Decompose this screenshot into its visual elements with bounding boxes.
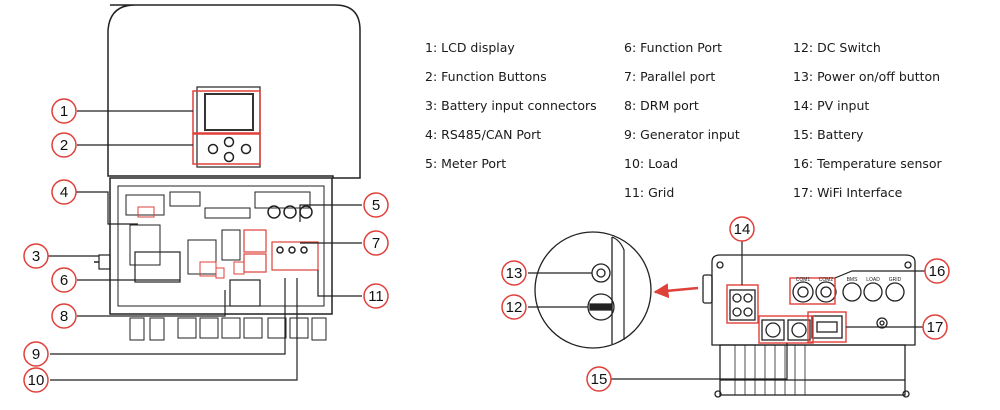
function-button (207, 143, 219, 155)
callout-6-label: 6 (60, 272, 68, 289)
bottom-leaders (611, 241, 925, 380)
legend-item-16: 16: Temperature sensor (793, 156, 942, 171)
leader-lines (48, 110, 362, 381)
callout-13-label: 13 (506, 265, 523, 282)
legend-item-12: 12: DC Switch (793, 40, 881, 55)
callout-10-label: 10 (28, 372, 45, 389)
callout-6 (51, 267, 77, 293)
callout-10 (23, 367, 49, 393)
callouts-left (23, 98, 389, 393)
callout-16 (924, 258, 950, 284)
function-button (223, 136, 235, 148)
buttons-highlight (192, 133, 261, 165)
callout-11 (363, 283, 389, 309)
legend-item-13: 13: Power on/off button (793, 69, 941, 84)
callout-numbers-left: 1 2 4 3 6 5 7 8 9 10 11 (28, 103, 384, 389)
lcd-highlight (192, 90, 261, 134)
legend-item-7: 7: Parallel port (624, 69, 716, 84)
inverter-bottom-view (702, 254, 916, 398)
side-handle (702, 274, 713, 304)
callout-7-label: 7 (372, 235, 380, 252)
callout-17-label: 17 (927, 319, 944, 336)
lcd-screen (204, 93, 254, 131)
callout-3 (23, 243, 49, 269)
callout-13 (501, 260, 527, 286)
callout-3-label: 3 (32, 248, 40, 265)
legend-col3: 12: DC Switch 13: Power on/off button 14… (793, 40, 942, 214)
legend-item-14: 14: PV input (793, 98, 870, 113)
legend-item-6: 6: Function Port (624, 40, 723, 55)
legend-item-3: 3: Battery input connectors (425, 98, 597, 113)
legend-col1: 1: LCD display 2: Function Buttons 3: Ba… (425, 40, 597, 185)
legend-item-9: 9: Generator input (624, 127, 740, 142)
callout-9-label: 9 (32, 346, 40, 363)
callout-8-label: 8 (60, 308, 68, 325)
legend-item-11: 11: Grid (624, 185, 675, 200)
function-button (240, 143, 252, 155)
legend-item-4: 4: RS485/CAN Port (425, 127, 542, 142)
callout-14-label: 14 (734, 221, 751, 238)
callout-15-label: 15 (591, 371, 608, 388)
callout-1 (51, 98, 77, 124)
callout-1-label: 1 (60, 103, 68, 120)
callout-9 (23, 341, 49, 367)
legend-item-2: 2: Function Buttons (425, 69, 547, 84)
legend-item-1: 1: LCD display (425, 40, 515, 55)
legend-item-10: 10: Load (624, 156, 679, 171)
callout-4 (51, 179, 77, 205)
label-bms: BMS (847, 277, 859, 283)
battery-highlight (758, 315, 814, 344)
label-load: LOAD (866, 277, 880, 283)
callout-16-label: 16 (929, 263, 946, 280)
legend-item-5: 5: Meter Port (425, 156, 507, 171)
wiring-compartment (109, 177, 333, 315)
zoom-arrow (653, 283, 699, 299)
legend-item-15: 15: Battery (793, 127, 864, 142)
callouts-right (501, 216, 950, 392)
callout-11-label: 11 (368, 288, 384, 305)
bottom-highlights (726, 277, 847, 344)
callout-17 (922, 314, 948, 340)
callout-7 (363, 230, 389, 256)
callout-12-label: 12 (506, 299, 523, 316)
callout-4-label: 4 (60, 184, 68, 201)
label-grid: GRID (889, 277, 902, 283)
legend-item-8: 8: DRM port (624, 98, 699, 113)
callout-12 (501, 294, 527, 320)
label-com1: COM1 (796, 277, 811, 283)
callout-numbers-right: 13 12 14 16 17 15 (506, 221, 946, 388)
callout-5 (363, 192, 389, 218)
com-highlight (789, 277, 836, 305)
legend-item-17: 17: WiFi Interface (793, 185, 903, 200)
label-com2: COM2 (819, 277, 834, 283)
zoom-leaders (528, 272, 592, 308)
zoom-circle (534, 231, 652, 349)
inverter-front-view (94, 4, 361, 341)
callout-2-label: 2 (60, 137, 68, 154)
legend-col2: 6: Function Port 7: Parallel port 8: DRM… (624, 40, 740, 214)
callout-15 (586, 366, 612, 392)
callout-2 (51, 132, 77, 158)
zoom-detail (534, 231, 652, 349)
callout-5-label: 5 (372, 197, 380, 214)
callout-14 (729, 216, 755, 242)
function-button (223, 151, 235, 163)
callout-8 (51, 303, 77, 329)
wiring-inner (117, 185, 325, 307)
